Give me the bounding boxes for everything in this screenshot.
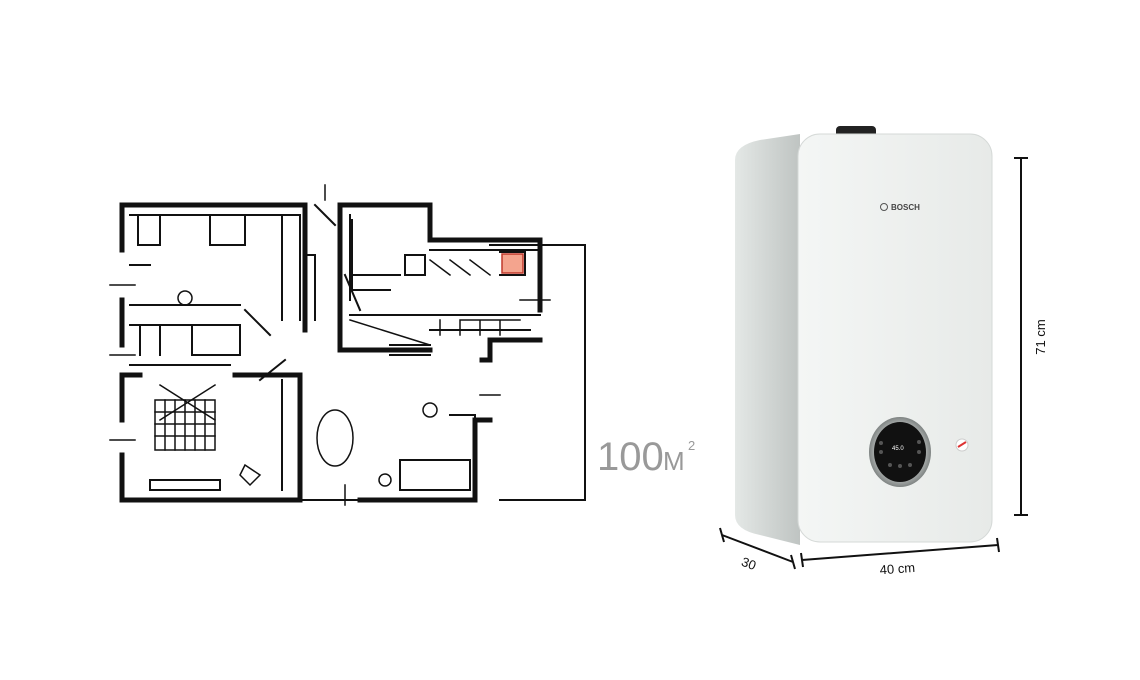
- area-unit: M: [663, 446, 685, 476]
- width-dimension: 40 cm: [879, 560, 915, 577]
- control-button: [898, 464, 902, 468]
- boiler-front: [797, 133, 993, 543]
- control-button: [879, 441, 883, 445]
- control-button: [917, 440, 921, 444]
- control-button: [879, 450, 883, 454]
- boiler-side: [735, 134, 800, 545]
- control-panel: [874, 422, 926, 482]
- control-button: [888, 463, 892, 467]
- control-button: [908, 463, 912, 467]
- dimension-marks: [109, 184, 551, 506]
- area-exponent: 2: [688, 438, 695, 453]
- floor-plan: [109, 184, 586, 506]
- dimension-lines: [719, 157, 1028, 570]
- control-button: [917, 450, 921, 454]
- depth-dimension: 30: [739, 554, 758, 573]
- bed: [154, 383, 217, 451]
- furniture: [177, 258, 521, 487]
- display-reading: 45.0: [892, 446, 904, 452]
- brand-label: BOSCH: [891, 203, 920, 212]
- inner-walls: [129, 203, 586, 501]
- area-value: 100: [597, 435, 664, 479]
- boiler: BOSCH 45.0: [735, 126, 993, 545]
- height-dimension: 71 cm: [1033, 319, 1048, 354]
- boiler-location-marker: [501, 253, 524, 274]
- bosch-logo-icon: [880, 203, 888, 211]
